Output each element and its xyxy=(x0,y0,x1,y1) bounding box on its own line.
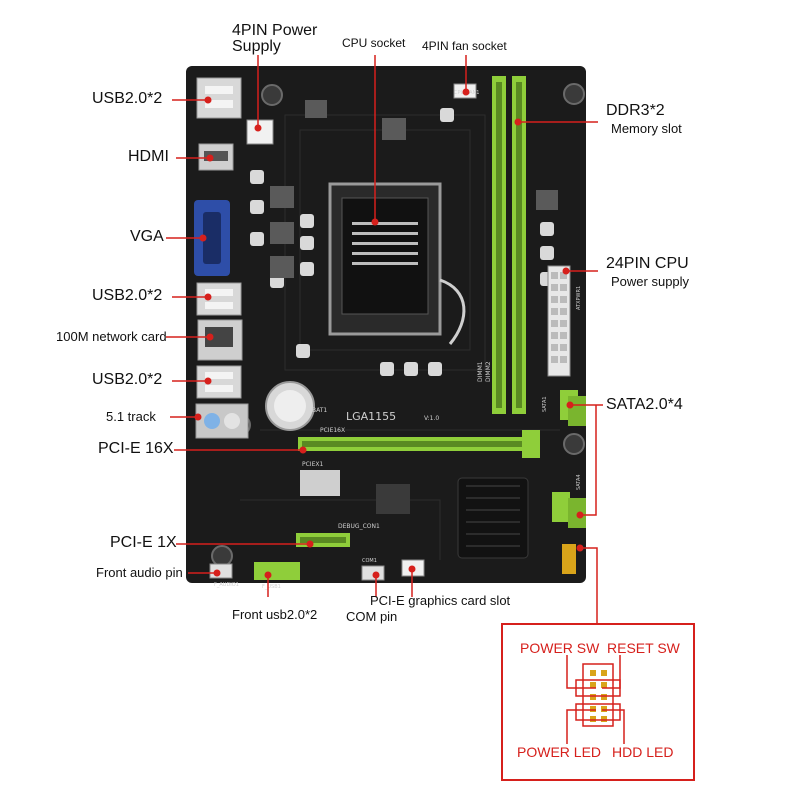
mounting-hole xyxy=(563,83,585,105)
label-front-audio: Front audio pin xyxy=(96,565,183,580)
usb-port-mid xyxy=(196,282,242,316)
sata4-silk: SATA4 xyxy=(576,474,582,490)
label-cpu24-line1: 24PIN CPU xyxy=(606,255,689,272)
usb-port-low xyxy=(196,365,242,399)
mounting-hole xyxy=(211,545,233,567)
label-pcie-gfx: PCI-E graphics card slot xyxy=(370,593,511,608)
front-audio-header xyxy=(209,563,233,579)
label-pcie16: PCI-E 16X xyxy=(98,440,174,457)
dimm2-silk: DIMM2 xyxy=(485,361,492,382)
sata-port xyxy=(552,492,570,522)
pcie16-silk: PCIE16X xyxy=(320,427,345,434)
label-usb-low: USB2.0*2 xyxy=(92,371,163,388)
label-usb-top: USB2.0*2 xyxy=(92,90,163,107)
front-panel-header-board xyxy=(562,544,576,574)
socket-silk: LGA1155 xyxy=(346,410,396,423)
label-hdd-led: HDD LED xyxy=(612,744,674,760)
faudio-silk: F_AUDIO1 xyxy=(214,582,239,588)
audio-port xyxy=(195,403,249,439)
sata-port xyxy=(568,498,586,528)
label-power4-line2: Supply xyxy=(232,38,281,55)
label-vga: VGA xyxy=(130,228,164,245)
label-cpu-socket: CPU socket xyxy=(342,36,406,50)
label-front-usb: Front usb2.0*2 xyxy=(232,607,318,622)
label-power4-line1: 4PIN Power xyxy=(232,22,318,39)
atx-silk: ATXPWR1 xyxy=(576,286,582,310)
pcie1-silk: PCIEX1 xyxy=(302,461,323,468)
label-ddr3-line2: Memory slot xyxy=(611,121,682,136)
debug-silk: DEBUG_CON1 xyxy=(338,523,380,530)
mounting-hole xyxy=(563,433,585,455)
label-power-sw: POWER SW xyxy=(520,640,600,656)
label-network: 100M network card xyxy=(56,329,167,344)
label-ddr3-line1: DDR3*2 xyxy=(606,102,665,119)
label-sata: SATA2.0*4 xyxy=(606,396,683,413)
version-silk: V:1.0 xyxy=(424,415,439,422)
label-reset-sw: RESET SW xyxy=(607,640,680,656)
label-power-led: POWER LED xyxy=(517,744,602,760)
usb-port-top xyxy=(196,77,242,119)
power-4pin-header xyxy=(246,119,274,145)
mounting-hole xyxy=(261,84,283,106)
com-silk: COM1 xyxy=(362,558,377,564)
bat-silk: BAT1 xyxy=(312,407,327,414)
label-pcie1: PCI-E 1X xyxy=(110,534,177,551)
label-com: COM pin xyxy=(346,609,398,624)
front-usb-header xyxy=(254,562,300,580)
sata-port xyxy=(568,396,586,426)
sata1-silk: SATA1 xyxy=(542,396,548,412)
label-hdmi: HDMI xyxy=(128,148,169,165)
front-panel-pin-grid xyxy=(582,663,614,727)
label-track: 5.1 track xyxy=(106,409,156,424)
dimm1-silk: DIMM1 xyxy=(477,361,484,382)
label-usb-mid: USB2.0*2 xyxy=(92,287,163,304)
fusb-silk: F_USB1 xyxy=(262,584,281,590)
com-header xyxy=(361,565,385,581)
label-fan: 4PIN fan socket xyxy=(422,39,507,53)
label-cpu24-line2: Power supply xyxy=(611,274,690,289)
